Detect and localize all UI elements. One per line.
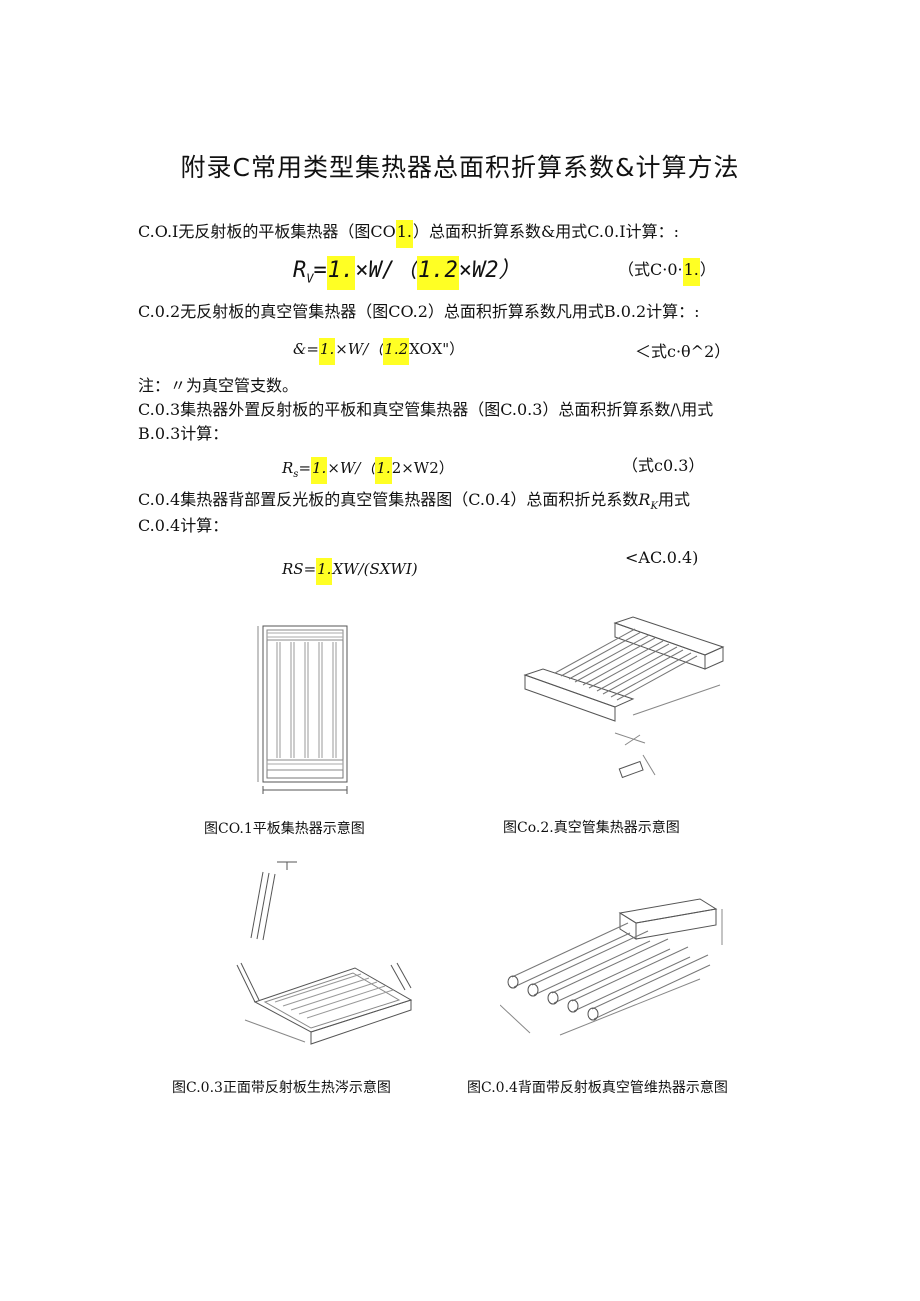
figure-c03-caption: 图C.0.3正面带反射板生热涔示意图 [172,1080,391,1096]
formula-c01-symbol: R [293,258,307,283]
section-c01-post: ）总面积折算系数&用式C.0.I计算：: [412,222,679,241]
formula-c02-highlight-1: 1. [318,338,336,365]
formula-c04-tag: <AC.0.4) [625,548,699,567]
section-c04-text: C.0.4集热器背部置反光板的真空管集热器图（C.0.4）总面积折兑系数 [138,490,639,509]
figure-c04-caption: 图C.0.4背面带反射板真空管维热器示意图 [467,1080,728,1096]
formula-c02-part-b: ×W/（ [335,340,384,358]
section-c02: C.0.2无反射板的真空管集热器（图CO.2）总面积折算系数凡用式B.0.2计算… [138,302,700,321]
formula-c03-highlight-1: 1. [311,457,328,484]
formula-c01: RV=1.×W/（1.2×W2） [293,252,520,290]
figure-c02-caption: 图Co.2.真空管集热器示意图 [503,820,680,836]
figure-c01-caption: 图CO.1平板集热器示意图 [204,821,365,837]
formula-c01-equals: = [313,258,327,283]
note: 注：〃为真空管支数。 [138,376,299,395]
section-c03-line2: B.0.3计算： [138,424,229,443]
formula-c04-highlight: 1. [316,558,333,585]
formula-c01-part-c: ×W/（ [355,258,417,283]
formula-c03-equals: = [298,459,312,477]
formula-c01-part-d: ×W2） [458,258,521,283]
figure-c03-front-reflector [215,860,415,1055]
section-c04-tail: 用式 [657,490,690,509]
formula-c04-part-b: XW/(SXWI) [332,560,418,578]
formula-c02-highlight-2: 1.2 [383,338,410,365]
formula-c03-subscript: s [293,469,299,480]
formula-c01-tag-pre: （式C·0· [618,260,683,279]
section-c04-line1: C.0.4集热器背部置反光板的真空管集热器图（C.0.4）总面积折兑系数RK用式 [138,488,690,519]
section-c01-highlight: 1. [395,220,413,248]
formula-c03-symbol: R [282,459,294,477]
figure-c01-flat-plate [255,620,355,800]
figure-c04-back-reflector [500,895,730,1055]
section-c04-line2: C.0.4计算： [138,516,229,535]
figure-c02-vacuum-tube [515,615,745,790]
formula-c01-highlight-1: 1. [326,256,356,290]
formula-c01-tag-highlight: 1. [682,258,700,286]
page-title: 附录C常用类型集热器总面积折算系数&计算方法 [180,153,740,182]
formula-c03: Rs=1.×W/（1.2×W2） [282,457,454,484]
formula-c04: RS=1.XW/(SXWI) [282,558,418,585]
formula-c03-highlight-2: 1. [375,457,392,484]
formula-c01-tag: （式C·0·1.） [618,258,716,286]
formula-c02-part-a: &= [293,340,319,358]
formula-c03-part-c: ×W/（ [327,459,376,477]
formula-c01-highlight-2: 1.2 [416,256,459,290]
formula-c03-part-d: 2×W2） [391,459,454,477]
section-c01: C.O.I无反射板的平板集热器（图CO1.）总面积折算系数&用式C.0.I计算：… [138,220,679,248]
formula-c01-tag-post: ） [699,260,716,279]
section-c04-symbol: R [638,490,651,509]
formula-c02: &=1.×W/（1.2XOX"） [293,338,464,365]
formula-c04-part-a: RS= [282,560,317,578]
section-c03-line1: C.0.3集热器外置反射板的平板和真空管集热器（图C.0.3）总面积折算系数∕\… [138,400,714,419]
section-c01-pre: C.O.I无反射板的平板集热器（图CO [138,222,396,241]
formula-c02-part-c: XOX"） [409,340,465,358]
formula-c01-subscript: V [306,271,314,286]
formula-c03-tag: （式c0.3） [622,456,705,475]
formula-c02-tag: ＜式c·θ^2） [635,342,731,361]
section-c04-subscript: K [650,501,658,513]
